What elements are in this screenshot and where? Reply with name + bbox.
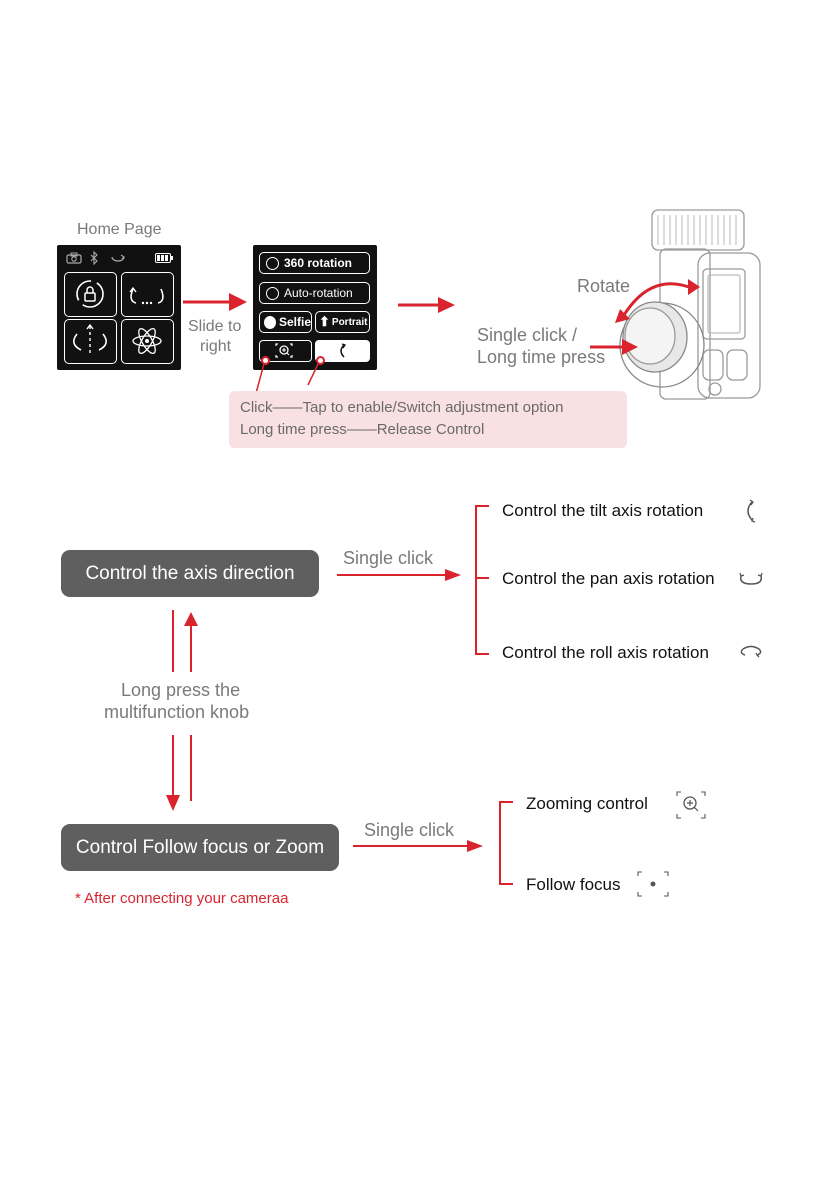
roll-axis-icon bbox=[740, 645, 762, 658]
pan-mode-icon bbox=[111, 254, 125, 262]
up-down-arrows-top bbox=[172, 610, 198, 672]
axis-bracket-vertical bbox=[475, 505, 477, 655]
auto-rotation-icon bbox=[266, 286, 279, 300]
axis-bracket-bottom bbox=[475, 653, 489, 655]
info-line-1: Click——Tap to enable/Switch adjustment o… bbox=[240, 399, 564, 416]
info-box: Click——Tap to enable/Switch adjustment o… bbox=[229, 391, 627, 448]
pan-axis-icon bbox=[739, 572, 763, 585]
zoom-control-icon bbox=[676, 791, 706, 819]
zoom-icon bbox=[275, 343, 293, 358]
tilt-option-selected[interactable] bbox=[315, 340, 370, 362]
zoom-control-label: Zooming control bbox=[526, 794, 648, 813]
rotation-360-icon bbox=[266, 256, 279, 270]
axis-bracket-mid bbox=[475, 577, 489, 579]
focus-arrow bbox=[353, 840, 483, 852]
rotation-360-label: 360 rotation bbox=[284, 256, 353, 270]
tilt-icon bbox=[340, 343, 347, 358]
selfie-label: Selfie bbox=[278, 315, 311, 329]
rotation-360-option[interactable]: 360 rotation bbox=[259, 252, 370, 274]
auto-rotation-option[interactable]: Auto-rotation bbox=[259, 282, 370, 304]
home-page-title: Home Page bbox=[77, 221, 162, 238]
focus-bracket-top bbox=[499, 801, 513, 803]
auto-rotation-label: Auto-rotation bbox=[284, 286, 353, 300]
axis-arrow bbox=[337, 569, 461, 581]
camera-icon bbox=[66, 252, 82, 264]
home-screen bbox=[57, 245, 181, 370]
rotate-label: Rotate bbox=[577, 276, 631, 296]
single-click-label-1: Single click bbox=[343, 548, 434, 568]
slide-label-1: Slide to bbox=[188, 318, 242, 335]
focus-bracket-vertical bbox=[499, 801, 501, 885]
rotate-arrow bbox=[615, 279, 700, 323]
zoom-marker bbox=[261, 356, 270, 365]
battery-icon bbox=[155, 253, 173, 263]
focus-bracket-bottom bbox=[499, 883, 513, 885]
full-rotate-icon bbox=[73, 323, 107, 356]
tilt-axis-icon bbox=[747, 499, 756, 523]
smiley-icon bbox=[264, 315, 276, 329]
lock-rotate-tile[interactable] bbox=[64, 272, 117, 317]
press-arrow bbox=[590, 339, 638, 355]
long-press-label-1: Long press the bbox=[121, 680, 241, 700]
press-label-2: Long time press bbox=[477, 347, 606, 367]
selfie-option[interactable]: Selfie bbox=[259, 311, 312, 333]
slide-arrow bbox=[183, 293, 247, 311]
pan-follow-tile[interactable] bbox=[121, 272, 174, 317]
follow-focus-zoom-box: Control Follow focus or Zoom bbox=[61, 824, 339, 871]
portrait-option[interactable]: ⬆ Portrait bbox=[315, 311, 370, 333]
tilt-marker bbox=[316, 356, 325, 365]
press-label-1: Single click / bbox=[477, 325, 578, 345]
bluetooth-icon bbox=[90, 251, 98, 265]
axis-bracket-top bbox=[475, 505, 489, 507]
lock-rotate-icon bbox=[76, 280, 104, 308]
follow-focus-icon bbox=[637, 871, 669, 897]
atom-icon bbox=[132, 327, 162, 355]
pan-follow-icon bbox=[129, 286, 164, 305]
gimbal-device-illustration bbox=[619, 209, 761, 400]
camera-note: * After connecting your cameraa bbox=[75, 890, 289, 907]
axis-direction-box: Control the axis direction bbox=[61, 550, 319, 597]
follow-focus-label: Follow focus bbox=[526, 875, 621, 894]
pan-axis-label: Control the pan axis rotation bbox=[502, 569, 715, 588]
zoom-option[interactable] bbox=[259, 340, 312, 362]
full-rotate-tile[interactable] bbox=[64, 319, 117, 364]
portrait-label: Portrait bbox=[331, 316, 368, 328]
up-down-arrows-bottom bbox=[166, 735, 192, 811]
tilt-axis-label: Control the tilt axis rotation bbox=[502, 501, 704, 520]
menu-to-device-arrow bbox=[398, 297, 455, 313]
slide-label-2: right bbox=[200, 338, 232, 355]
long-press-label-2: multifunction knob bbox=[104, 702, 250, 722]
menu-screen: 360 rotation Auto-rotation Selfie ⬆ Port… bbox=[253, 245, 377, 370]
atom-mode-tile[interactable] bbox=[121, 319, 174, 364]
roll-axis-label: Control the roll axis rotation bbox=[502, 643, 709, 662]
arrow-up-icon: ⬆ bbox=[319, 314, 330, 329]
info-line-2: Long time press——Release Control bbox=[240, 421, 485, 438]
single-click-label-2: Single click bbox=[364, 820, 455, 840]
